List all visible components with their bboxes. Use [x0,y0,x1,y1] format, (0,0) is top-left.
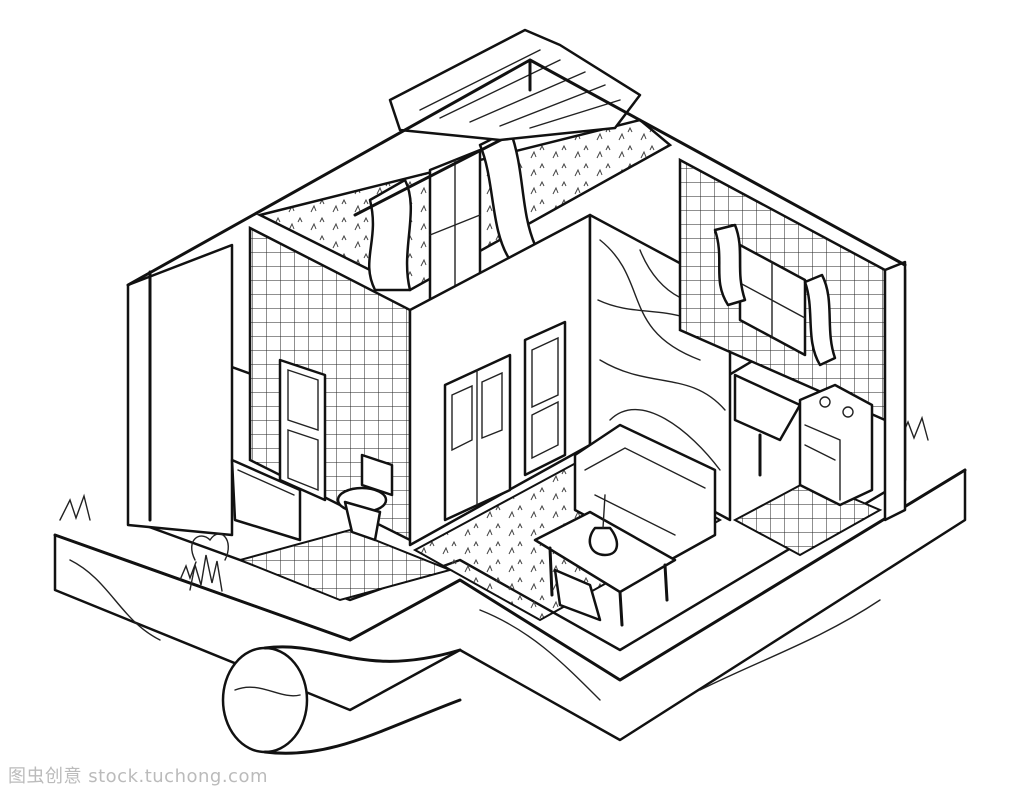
right-wall [883,260,907,522]
kitchen-table [733,373,802,477]
house-outline [126,58,907,287]
bathtub [230,458,302,542]
shrub [189,533,229,592]
toilet [336,453,394,542]
roof-fragment [388,28,642,142]
stove [798,383,874,507]
back-wall [256,118,673,302]
underground-pipe [221,645,462,755]
dining-table [533,494,677,627]
living-room-wall [408,213,592,547]
watermark-text: 图虫创意 stock.tuchong.com [8,766,268,787]
kitchen-tile-wall [678,157,887,422]
left-wall [126,243,234,537]
